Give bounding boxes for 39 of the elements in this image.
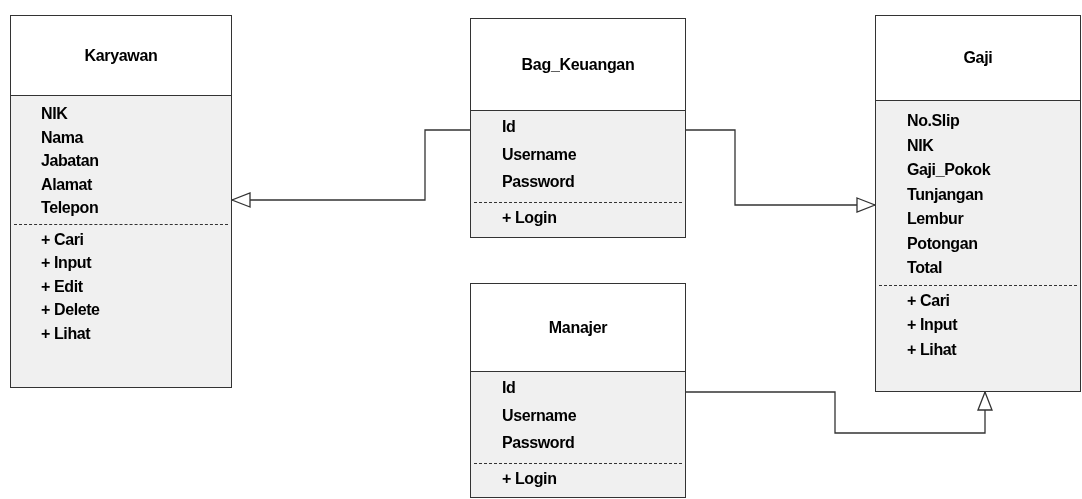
attribute-text: Potongan — [907, 233, 978, 254]
generalization-arrow — [685, 129, 876, 213]
class-name: Bag_Keuangan — [471, 19, 685, 111]
method-text: + Input — [41, 253, 92, 273]
method-text: + Lihat — [907, 339, 957, 360]
attribute-text: Username — [502, 405, 577, 426]
class-name: Gaji — [876, 16, 1080, 101]
attribute-text: NIK — [41, 104, 68, 124]
method-text: + Input — [907, 315, 958, 335]
attribute-text: Tunjangan — [907, 184, 984, 205]
class-name: Manajer — [471, 284, 685, 372]
attribute-text: No.Slip — [907, 111, 960, 131]
method-text: + Edit — [41, 276, 83, 297]
attribute-text: Jabatan — [41, 151, 99, 171]
class-box — [470, 283, 686, 498]
attribute-text: Password — [502, 433, 575, 453]
attribute-text: Nama — [41, 127, 83, 148]
method-text: + Login — [502, 468, 557, 489]
generalization-arrow — [685, 391, 993, 434]
method-text: + Cari — [41, 229, 84, 250]
method-text: + Login — [502, 207, 557, 228]
class-box — [875, 15, 1081, 392]
attribute-text: Lembur — [907, 209, 964, 229]
class-box — [10, 15, 232, 388]
attribute-text: Gaji_Pokok — [907, 160, 991, 180]
attribute-text: Alamat — [41, 174, 92, 195]
attribute-text: Total — [907, 258, 943, 278]
method-text: + Lihat — [41, 323, 91, 344]
class-box — [470, 18, 686, 238]
attribute-text: Username — [502, 144, 577, 165]
attribute-text: Password — [502, 172, 575, 192]
method-text: + Cari — [907, 290, 950, 311]
method-text: + Delete — [41, 300, 100, 320]
attribute-text: Id — [502, 378, 516, 398]
attribute-text: Telepon — [41, 198, 99, 218]
attribute-text: Id — [502, 117, 516, 137]
attribute-text: NIK — [907, 135, 934, 156]
generalization-arrow — [231, 129, 471, 208]
class-name: Karyawan — [11, 16, 231, 96]
